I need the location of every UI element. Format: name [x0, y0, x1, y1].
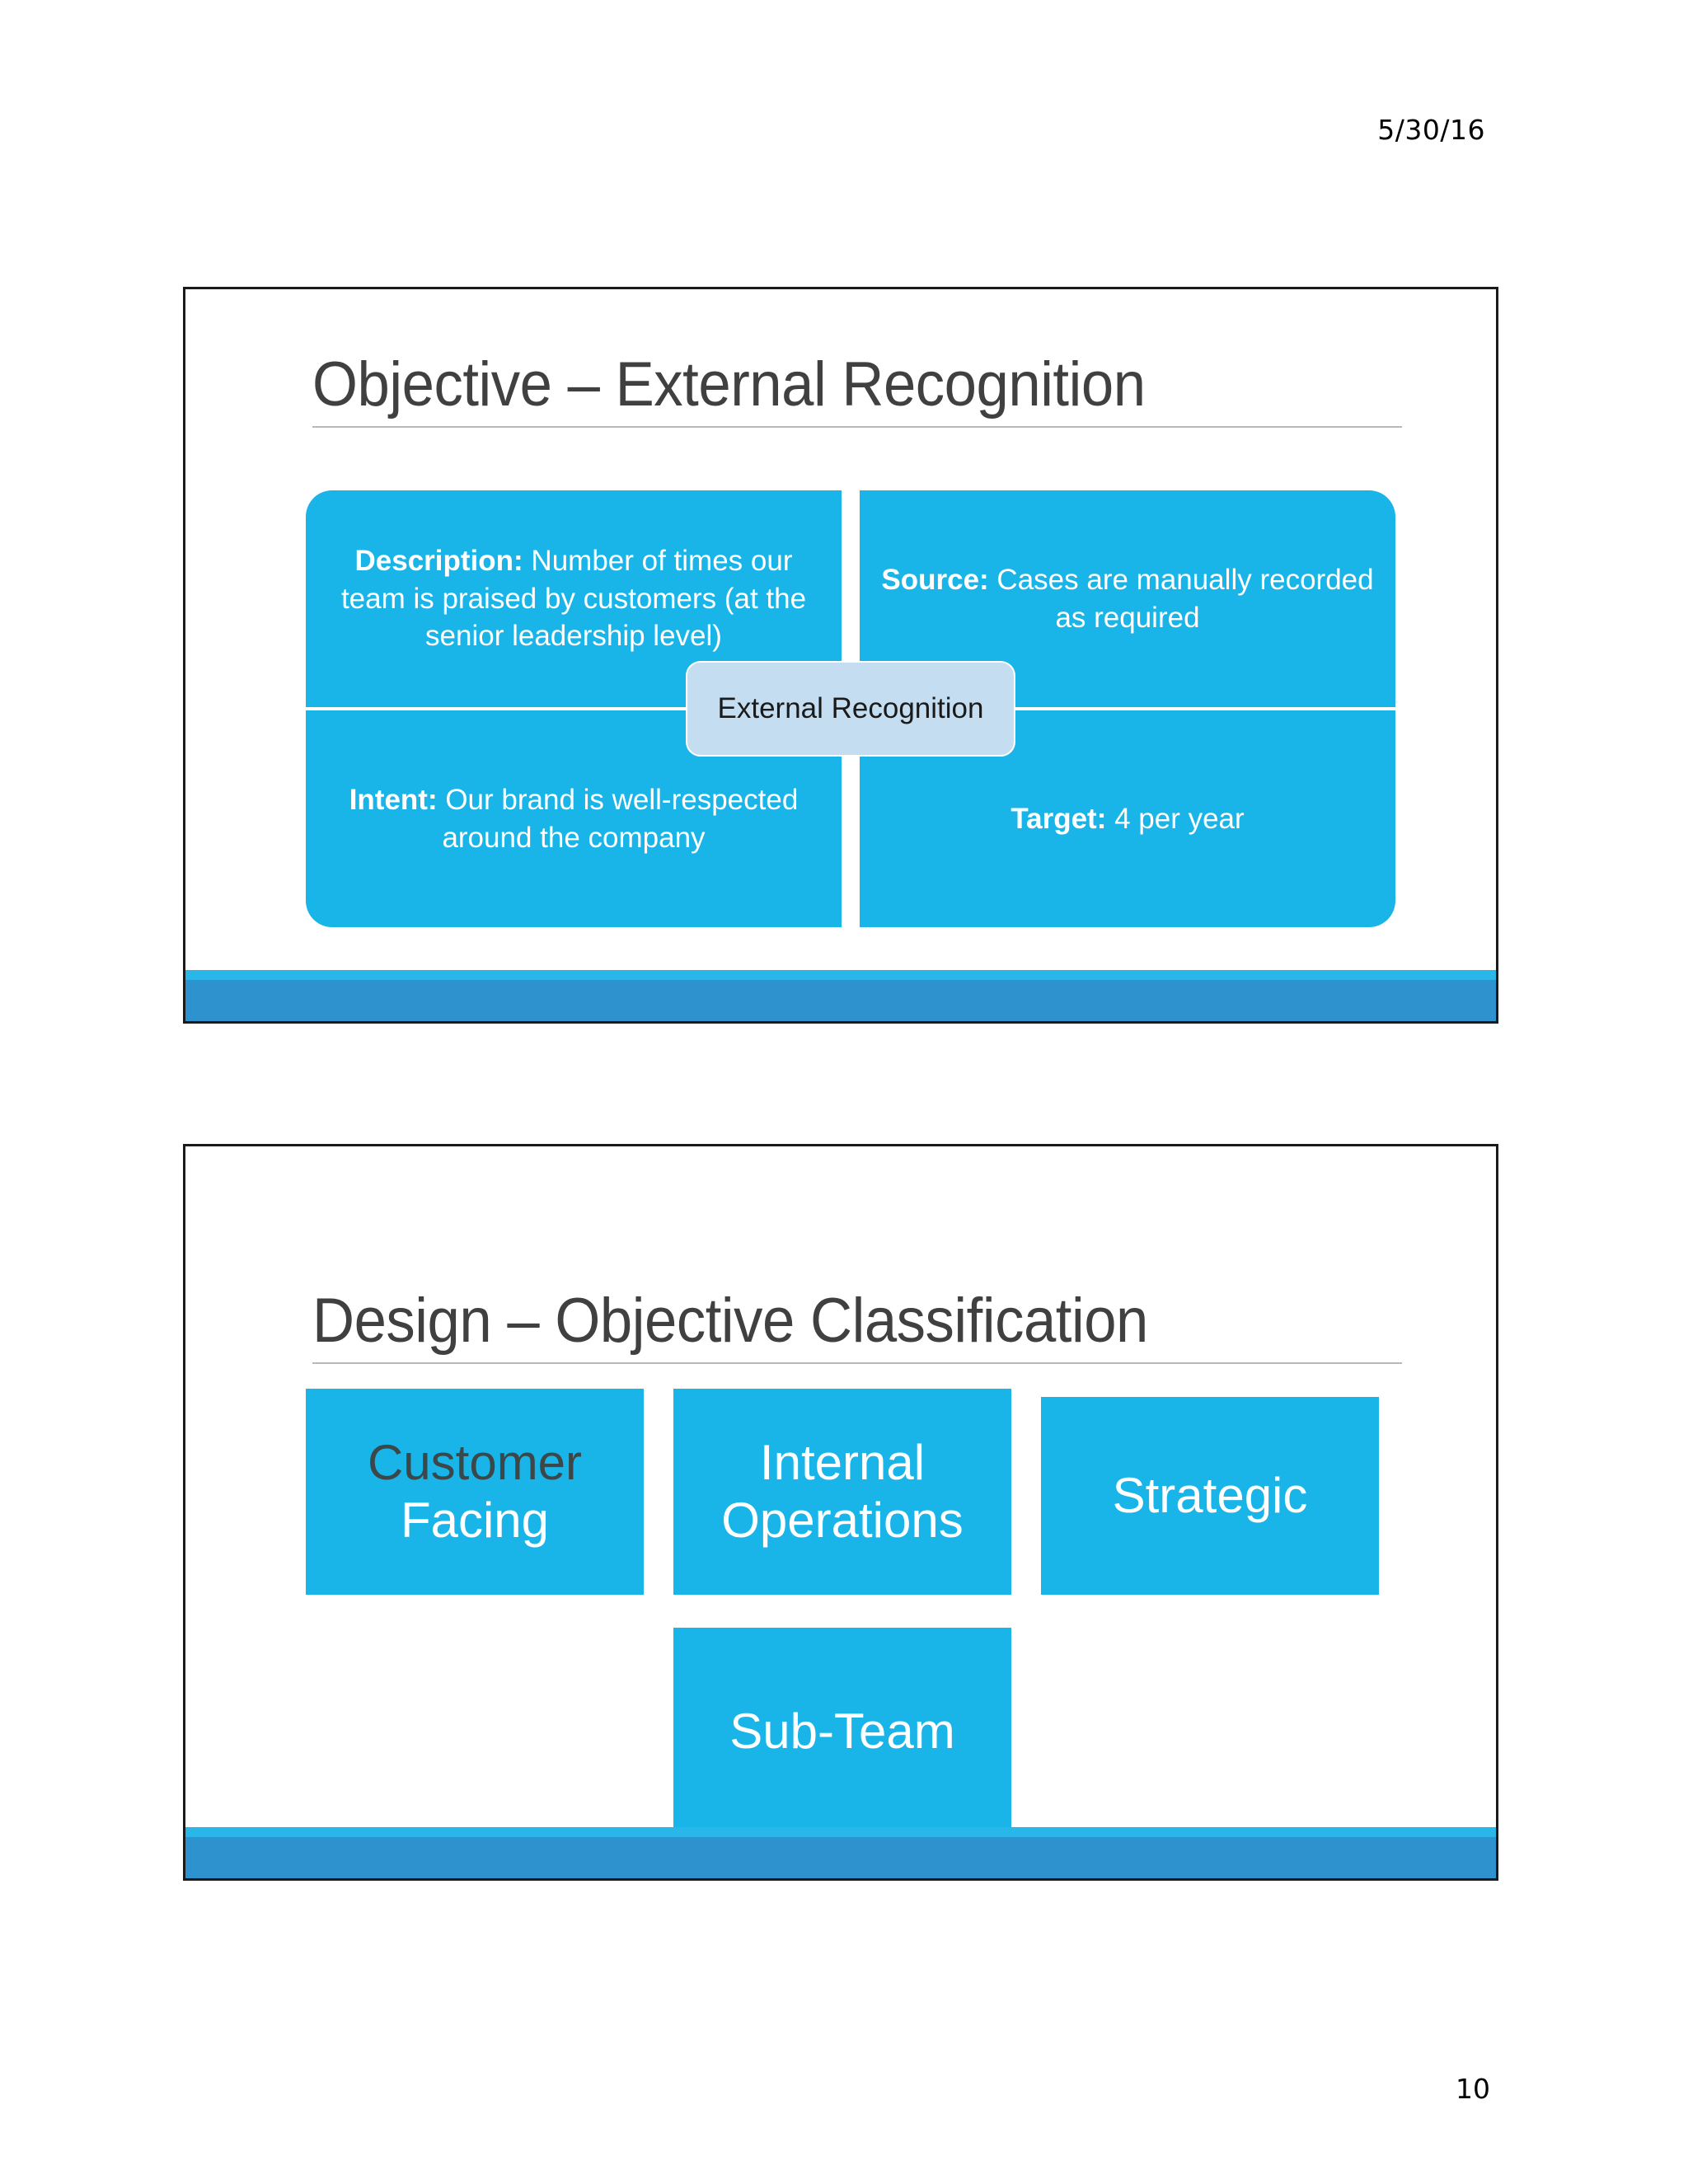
classification-box-2-line2: Operations	[721, 1493, 964, 1548]
classification-box-customer-facing[interactable]: Customer Facing	[306, 1389, 644, 1595]
slide-1-footer	[185, 970, 1496, 1021]
quadrant-source-label: Source:	[881, 564, 989, 596]
quadrant-description-value: Number of times our team is praised by c…	[340, 545, 807, 653]
slide-2-footer-band	[185, 1837, 1496, 1878]
classification-box-strategic[interactable]: Strategic	[1041, 1397, 1379, 1595]
quadrant-target-value: 4 per year	[1106, 802, 1245, 835]
slide-1-title: Objective – External Recognition	[312, 349, 1146, 419]
classification-box-1-line1: Customer	[367, 1435, 583, 1491]
slide-1-footer-stripe	[185, 970, 1496, 980]
classification-box-4-line1: Sub-Team	[729, 1703, 955, 1759]
quadrant-intent-value: Our brand is well-respected around the c…	[437, 784, 799, 854]
slide-design-objective-classification: Design – Objective Classification Custom…	[183, 1144, 1498, 1881]
slide-2-title-rule	[312, 1362, 1402, 1364]
classification-box-sub-team[interactable]: Sub-Team	[673, 1628, 1011, 1834]
slide-2-footer-stripe	[185, 1827, 1496, 1837]
quadrant-source-value: Cases are manually recorded as required	[988, 564, 1374, 634]
quadrant-center-badge[interactable]: External Recognition	[686, 661, 1015, 757]
slide-2-title: Design – Objective Classification	[312, 1286, 1148, 1356]
quadrant-diagram: Description: Number of times our team is…	[306, 490, 1395, 927]
slide-2-footer	[185, 1827, 1496, 1878]
classification-box-2-line1: Internal	[759, 1435, 926, 1491]
slide-objective-external-recognition: Objective – External Recognition Descrip…	[183, 287, 1498, 1024]
classification-box-1-line2: Facing	[400, 1493, 550, 1548]
page-number: 10	[1456, 2073, 1490, 2105]
classification-row: Customer Facing Internal Operations Stra…	[306, 1389, 1395, 1595]
quadrant-intent-label: Intent:	[349, 784, 438, 816]
quadrant-description-label: Description:	[354, 545, 523, 578]
slide-1-title-rule	[312, 426, 1402, 428]
quadrant-target-label: Target:	[1010, 802, 1107, 835]
document-date: 5/30/16	[1377, 114, 1485, 146]
classification-box-3-line1: Strategic	[1112, 1468, 1308, 1524]
quadrant-center-label: External Recognition	[717, 692, 984, 724]
slide-1-footer-band	[185, 980, 1496, 1021]
classification-box-internal-operations[interactable]: Internal Operations	[673, 1389, 1011, 1595]
quadrant-description[interactable]: Description: Number of times our team is…	[306, 490, 842, 707]
quadrant-source[interactable]: Source: Cases are manually recorded as r…	[860, 490, 1395, 707]
